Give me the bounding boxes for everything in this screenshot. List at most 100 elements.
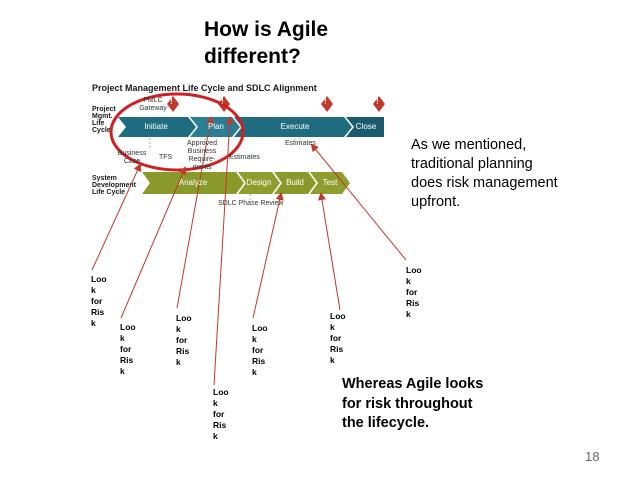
note-line: the lifecycle. (342, 415, 430, 431)
gateway-mark: ! (376, 97, 379, 106)
upfront-note: As we mentioned, traditional planning do… (411, 136, 611, 212)
look-word: k (252, 367, 257, 377)
gateway-label-line: Gateway (139, 105, 167, 112)
look-word: for (213, 409, 225, 419)
look-word: k (91, 285, 96, 295)
tfs-label: TFS (159, 154, 173, 161)
business-case-line: Business (117, 150, 147, 157)
note-line: for risk throughout (342, 395, 473, 412)
look-word: for (330, 333, 342, 343)
phase-review-label: SDLC Phase Review (218, 200, 284, 207)
risk-arrow (91, 163, 142, 271)
sdlc-row-label-line: Life Cycle (92, 189, 126, 196)
phase-build-label: Build (286, 178, 304, 187)
phase-analyze-label: Analyze (178, 178, 208, 187)
look-word: Loo (176, 313, 192, 323)
look-word: for (91, 296, 103, 306)
phase-initiate-chevron (118, 117, 196, 137)
estimates-mid-label: Estimates (229, 154, 260, 161)
gateway-mark: ! (324, 97, 327, 106)
look-word: k (406, 276, 411, 286)
look-word: k (120, 333, 125, 343)
sdlc-row-label-line: System (92, 175, 117, 182)
note-line: As we mentioned, (411, 137, 527, 153)
agile-note: Whereas Agile looks for risk throughout … (342, 375, 542, 434)
gateway-markers (167, 96, 385, 112)
gateway-marker (373, 96, 385, 112)
sdlc-row-label-line: Development (92, 182, 136, 189)
gateway-mark: ! (221, 97, 224, 106)
business-case-label: Business Case (114, 150, 150, 166)
phase-analyze-chevron (142, 172, 244, 194)
look-word: Ris (176, 346, 190, 356)
look-word: Loo (330, 311, 346, 321)
title-line-2: different? (204, 45, 301, 68)
approved-req-line: Business (187, 148, 217, 155)
look-word: Ris (330, 344, 344, 354)
pm-row-label-line: Life (92, 120, 105, 127)
note-line: Whereas Agile looks (342, 376, 484, 392)
look-word: k (252, 334, 257, 344)
look-word: for (120, 344, 132, 354)
look-word: Loo (120, 322, 136, 332)
diagram-title: Project Management Life Cycle and SDLC A… (92, 83, 317, 93)
look-word: Ris (120, 355, 134, 365)
phase-close-chevron (346, 117, 384, 137)
look-word: k (406, 309, 411, 319)
phase-execute-chevron (234, 117, 352, 137)
look-word: k (213, 398, 218, 408)
title-line-1: How is Agile (204, 18, 329, 41)
phase-design-chevron (238, 172, 280, 194)
look-word: k (120, 366, 125, 376)
look-word: Ris (213, 420, 227, 430)
sdlc-row-label: System Development Life Cycle (92, 175, 136, 196)
business-case-line: Case (123, 158, 141, 165)
look-word: Ris (252, 356, 266, 366)
pm-row-label-line: Mgmt. (92, 113, 113, 120)
risk-arrow (318, 192, 341, 311)
risk-arrows (91, 116, 407, 386)
look-word: Loo (213, 387, 229, 397)
estimates-top-label: Estimates (285, 140, 316, 147)
diagram-connectors (149, 138, 301, 202)
look-word: k (176, 324, 181, 334)
highlight-circle (109, 92, 245, 172)
look-word: for (406, 287, 418, 297)
risk-arrow (310, 143, 407, 261)
pm-row-label-line: Project (92, 106, 116, 113)
look-word: Loo (252, 323, 268, 333)
gateway-mark: ! (170, 97, 173, 106)
gateway-marker (321, 96, 333, 112)
look-word: Loo (406, 265, 422, 275)
phase-test-chevron (310, 172, 350, 194)
gateway-marker (167, 96, 179, 112)
look-word: k (176, 357, 181, 367)
sdlc-phase-bar (142, 172, 350, 194)
phase-initiate-label: Initiate (144, 122, 168, 131)
phase-design-label: Design (246, 178, 272, 187)
phase-execute-label: Execute (280, 122, 310, 131)
look-word: for (252, 345, 264, 355)
look-word: k (330, 355, 335, 365)
phase-plan-label: Plan (207, 122, 224, 131)
look-word: k (330, 322, 335, 332)
slide-title: How is Agile different? (204, 16, 404, 70)
note-line: upfront. (411, 194, 461, 210)
look-word: for (176, 335, 188, 345)
look-word: Ris (406, 298, 420, 308)
gateway-label-line: PMLC (143, 97, 163, 104)
look-word: Loo (91, 274, 107, 284)
pm-row-label: Project Mgmt. Life Cycle (92, 106, 116, 134)
phase-close-label: Close (355, 122, 377, 131)
risk-arrow (252, 192, 284, 319)
approved-requirements-label: Approved Business Require- ments (180, 140, 224, 172)
pm-row-label-line: Cycle (92, 127, 111, 134)
phase-test-label: Test (322, 178, 338, 187)
